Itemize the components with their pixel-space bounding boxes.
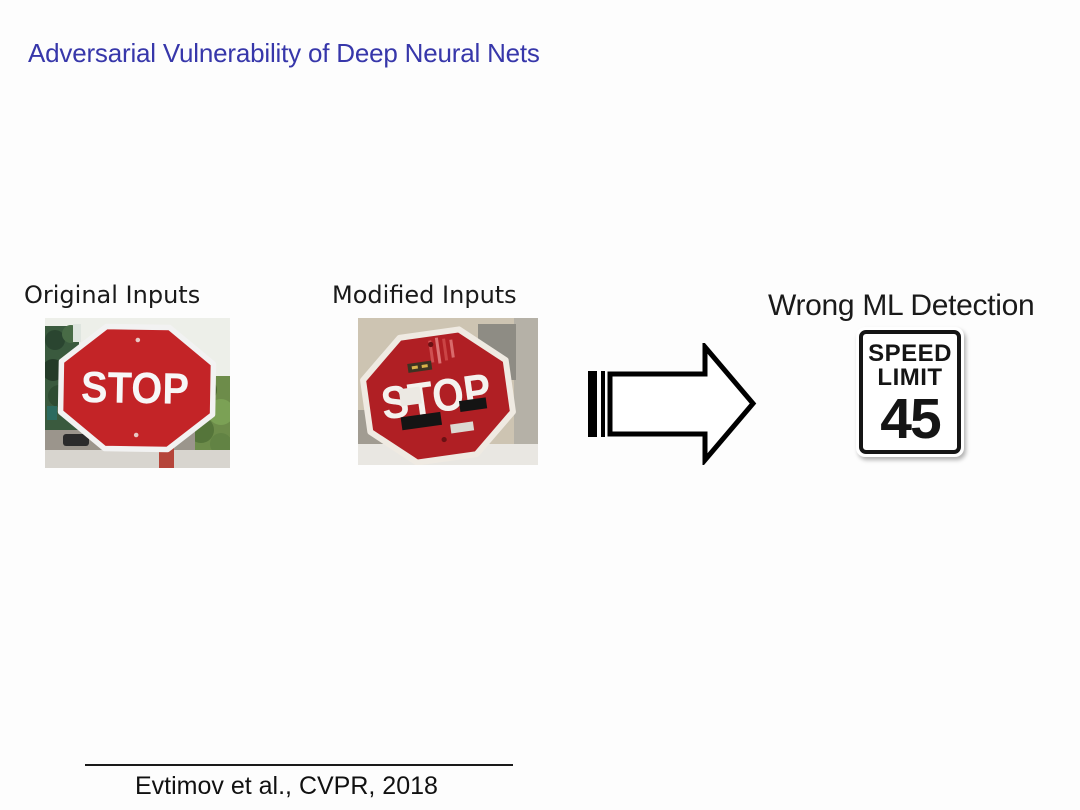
sign-bolt-bottom (133, 432, 139, 438)
stop-text: STOP (81, 363, 190, 414)
sticker-dark-speckled (407, 360, 433, 373)
sticker-speckle (411, 365, 418, 370)
wrong-detection-label: Wrong ML Detection (768, 289, 1035, 322)
car (63, 434, 89, 446)
speed-limit-sign-face: SPEED LIMIT 45 (859, 330, 961, 454)
original-inputs-label: Original Inputs (24, 281, 201, 309)
sticker-black-bar-right (458, 397, 488, 413)
sign-bolt-top (428, 341, 434, 348)
speed-value: 45 (880, 386, 941, 451)
speed-word: SPEED (868, 340, 952, 367)
arrow-stripe-thin (601, 371, 605, 437)
curb (45, 450, 230, 468)
citation-rule (85, 764, 513, 766)
sign-bolt-bottom (441, 436, 447, 443)
speed-limit-sign: SPEED LIMIT 45 (856, 327, 964, 457)
reflection-streaks (428, 337, 455, 364)
modified-stop-sign-graphic: STOP (360, 326, 516, 465)
citation-text: Evtimov et al., CVPR, 2018 (135, 772, 438, 800)
limit-word: LIMIT (877, 364, 943, 392)
sticker-black-bar-left (400, 411, 443, 431)
sticker-white-bar (450, 421, 475, 434)
right-arrow-icon (588, 343, 757, 465)
adversarial-stickers (398, 360, 488, 434)
original-stop-sign-photo: STOP (45, 318, 230, 468)
sticker-white-square (398, 386, 422, 407)
wall-right (514, 318, 538, 465)
slide-title: Adversarial Vulnerability of Deep Neural… (28, 38, 540, 68)
sign-bolt-top (135, 337, 141, 343)
arrow-stripe-thick (588, 371, 597, 437)
modified-inputs-label: Modified Inputs (332, 281, 517, 309)
modified-stop-sign-photo: STOP (358, 318, 538, 465)
sticker-speckle (421, 364, 428, 368)
stop-sign-graphic: STOP (57, 323, 217, 453)
arrow-body (607, 343, 757, 465)
